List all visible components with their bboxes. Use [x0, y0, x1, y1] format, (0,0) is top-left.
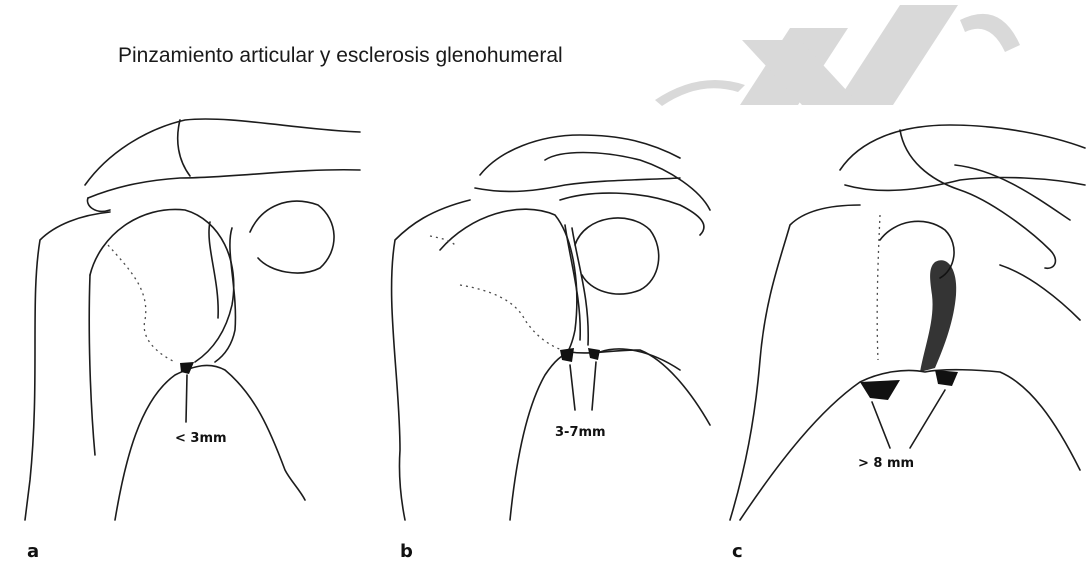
- panel-letter-b: b: [400, 541, 413, 562]
- panel-letter-a: a: [27, 541, 39, 562]
- measurement-label-c: > 8 mm: [858, 456, 914, 471]
- measurement-label-b: 3-7mm: [555, 425, 606, 440]
- panel-a-drawing: [25, 119, 360, 520]
- panel-letter-c: c: [732, 541, 743, 562]
- panel-b-drawing: [392, 135, 710, 520]
- measurement-label-a: < 3mm: [175, 431, 227, 446]
